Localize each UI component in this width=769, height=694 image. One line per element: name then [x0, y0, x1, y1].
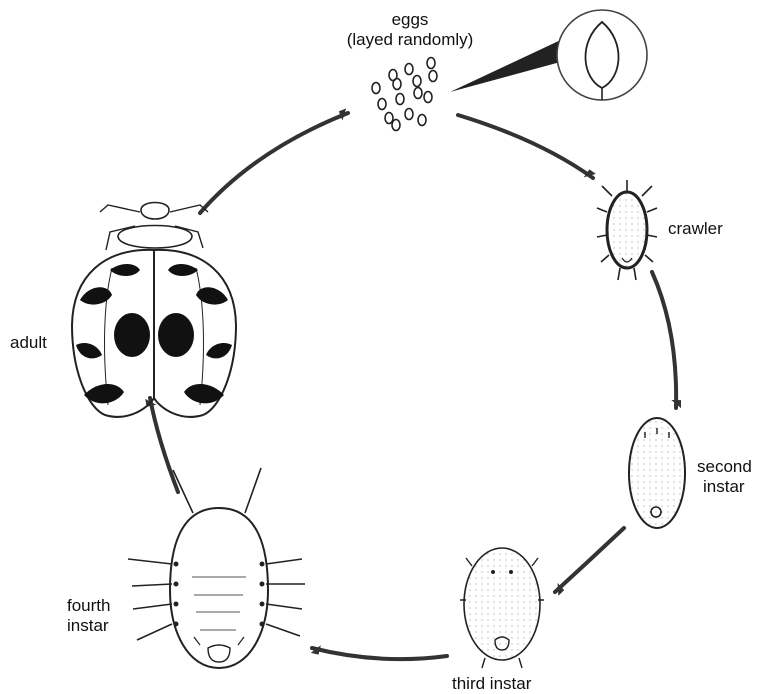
- arrow-adult-to-eggs: [200, 113, 348, 213]
- adult-label: adult: [10, 333, 47, 353]
- fourth-instar-line2: instar: [67, 616, 110, 636]
- third-instar-icon: [460, 548, 544, 668]
- eggs-label: eggs (layed randomly): [340, 10, 480, 50]
- eggs-title: eggs: [340, 10, 480, 30]
- second-instar-line2: instar: [697, 477, 752, 497]
- fourth-instar-icon: [128, 468, 305, 668]
- second-instar-line1: second: [697, 457, 752, 477]
- third-instar-label: third instar: [452, 674, 531, 694]
- crawler-icon: [597, 180, 657, 280]
- crawler-label: crawler: [668, 219, 723, 239]
- arrow-eggs-to-crawler: [458, 115, 593, 178]
- second-instar-icon: [629, 418, 685, 528]
- arrow-crawler-to-second: [652, 272, 676, 408]
- second-instar-label: second instar: [697, 457, 752, 497]
- adult-beetle-icon: [72, 203, 236, 417]
- eggs-note: (layed randomly): [340, 30, 480, 50]
- arrow-second-to-third: [555, 528, 624, 592]
- fourth-instar-label: fourth instar: [67, 596, 110, 636]
- arrow-fourth-to-adult: [150, 398, 178, 492]
- arrow-third-to-fourth: [312, 648, 447, 659]
- eggs-icon: [372, 58, 437, 131]
- fourth-instar-line1: fourth: [67, 596, 110, 616]
